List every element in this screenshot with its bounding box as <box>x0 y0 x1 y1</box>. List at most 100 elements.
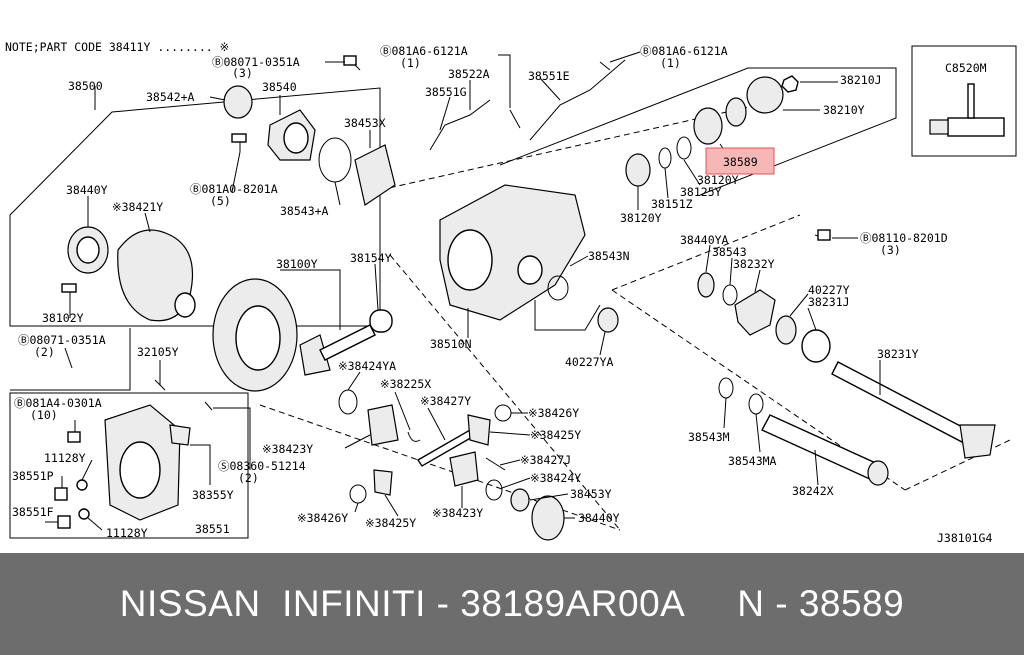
label-38540: 38540 <box>262 80 297 94</box>
label-38231Y: 38231Y <box>877 347 919 361</box>
drive-pinion <box>299 334 331 376</box>
exploded-parts-diagram: NOTE;PART CODE 38411Y ........ ※ J38101G… <box>5 40 1017 545</box>
bolt-head-08110 <box>817 229 831 241</box>
side-shaft-38242X <box>761 414 881 481</box>
leader-38427J <box>499 459 521 466</box>
washer-11128Y-b <box>78 508 90 520</box>
ring-gear-bore <box>235 305 281 371</box>
label-38225X: ※38225X <box>380 377 431 391</box>
washer-38426Y-a <box>494 404 512 422</box>
label-38210Y: 38210Y <box>823 103 865 117</box>
leader-081A6-b <box>609 51 641 63</box>
label-38440YA: 38440YA <box>680 233 729 247</box>
frame-connector <box>10 328 131 391</box>
pin-38427J <box>485 457 506 471</box>
frame-tool-box <box>911 45 1017 157</box>
frame-pinion-group <box>499 67 897 196</box>
label-38453X: 38453X <box>344 116 386 130</box>
leader-11128Y-a <box>81 459 93 481</box>
label-081A6-a-q: (1) <box>400 56 421 70</box>
leader-38453Y <box>529 493 569 501</box>
label-08360: Ⓢ08360-51214 <box>218 459 306 473</box>
label-38551F: 38551F <box>12 505 54 519</box>
oring-38543MA <box>748 393 764 415</box>
leader-38125Y <box>683 159 701 186</box>
label-38426Y-a: ※38426Y <box>528 406 579 420</box>
plug-38551F <box>57 515 71 529</box>
leader-38551E <box>539 77 561 101</box>
collar-38151Z <box>658 147 672 169</box>
highlight-label: 38589 <box>723 155 758 169</box>
leader-38551G <box>439 96 451 131</box>
plug-38551P <box>54 487 68 501</box>
label-38424Y: ※38424Y <box>530 471 581 485</box>
leader-08360 <box>213 407 251 470</box>
bearing-38120Y-b <box>693 107 723 145</box>
label-081A0-q: (5) <box>210 194 231 208</box>
leader-081A6-a <box>498 54 511 108</box>
highlight-box <box>705 147 775 175</box>
label-38154Y: 38154Y <box>350 251 392 265</box>
label-38231J: 38231J <box>808 295 850 309</box>
bolt-head-081A0 <box>231 133 247 143</box>
bearing-38120Y-a <box>625 153 651 187</box>
leader-38424Y <box>501 477 531 489</box>
banner-text: NISSAN INFINITI - 38189AR00A N - 38589 <box>119 583 905 624</box>
label-38424YA: ※38424YA <box>338 359 396 373</box>
label-32105Y: 32105Y <box>137 345 179 359</box>
label-38551G: 38551G <box>425 85 467 99</box>
pinion-mate-38425Y-a <box>467 414 491 446</box>
bolt-head <box>61 283 77 293</box>
gear-38423Y-b <box>449 451 479 487</box>
seal-38542A <box>223 85 253 119</box>
label-38543N: 38543N <box>588 249 630 263</box>
tool-head <box>929 119 949 135</box>
label-08110-q: (3) <box>880 243 901 257</box>
bolt-08360 <box>204 401 213 411</box>
tool-box-label: C8520M <box>945 61 987 75</box>
axis-line-bottom <box>259 404 621 531</box>
pinion-shaft <box>319 324 376 361</box>
flange-38231J <box>801 329 831 363</box>
label-38120Y-b: 38120Y <box>620 211 662 225</box>
label-08071-b: Ⓑ08071-0351A <box>18 333 106 347</box>
leader-38421Y <box>144 212 151 233</box>
side-shaft-38231Y <box>831 361 969 443</box>
label-38551E: 38551E <box>528 69 570 83</box>
label-38440Y-a: 38440Y <box>66 183 108 197</box>
retainer-bore <box>283 122 309 154</box>
label-08071-b-q: (2) <box>34 345 55 359</box>
diagram-code: J38101G4 <box>937 531 992 545</box>
leader-38543 <box>729 257 733 286</box>
leader-40227Y <box>789 293 809 317</box>
label-38543A: 38543+A <box>280 204 329 218</box>
label-38551: 38551 <box>195 522 230 536</box>
label-38100Y: 38100Y <box>276 257 318 271</box>
label-38242X: 38242X <box>792 484 834 498</box>
oring-38543 <box>722 284 738 306</box>
tool-shaft <box>967 83 975 119</box>
leader-38232Y <box>754 269 761 293</box>
label-38423Y-b: ※38423Y <box>432 506 483 520</box>
flange-38210Y <box>746 76 784 114</box>
label-11128Y-b: 11128Y <box>106 526 148 540</box>
leader-11128Y-b <box>87 517 103 531</box>
leader-38543M <box>723 397 727 429</box>
label-38423Y-a: ※38423Y <box>262 442 313 456</box>
label-081A4-q: (10) <box>30 408 58 422</box>
breather-hose-38551G <box>429 99 491 151</box>
leader-081A0 <box>231 151 241 193</box>
label-38210J: 38210J <box>840 73 882 87</box>
leader-38542A <box>209 96 226 101</box>
seal-40227Y <box>775 315 797 345</box>
label-38510N: 38510N <box>430 337 472 351</box>
gasket-38453X <box>354 144 396 206</box>
label-08360-q: (2) <box>238 471 259 485</box>
shim-38453Y <box>510 488 530 512</box>
label-38542A: 38542+A <box>146 90 195 104</box>
label-38355Y: 38355Y <box>192 488 234 502</box>
label-08071-top-q: (3) <box>232 66 253 80</box>
label-38102Y: 38102Y <box>42 311 84 325</box>
tool-body <box>947 117 1005 137</box>
nut-38210J <box>781 75 799 93</box>
